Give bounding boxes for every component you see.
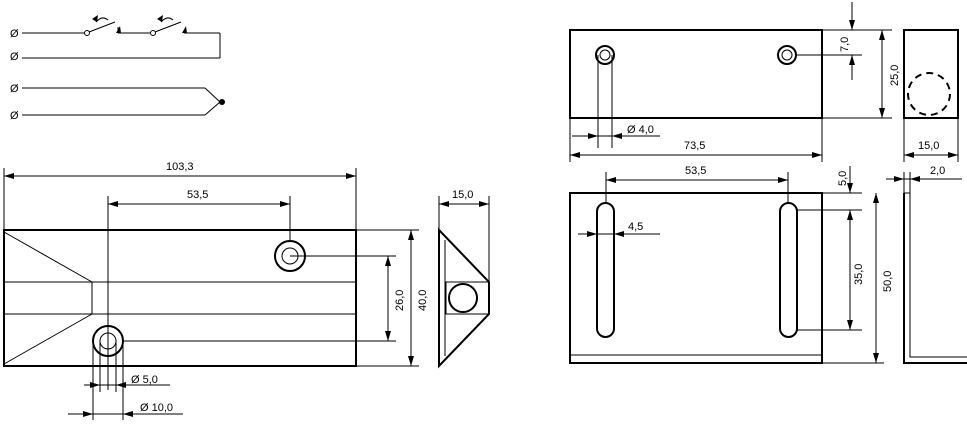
- dim-left-hole-small-dia: Ø 5,0: [131, 374, 158, 386]
- wiring-schematic: Ø Ø Ø Ø: [10, 15, 225, 122]
- dim-right-height: 25,0: [889, 65, 901, 86]
- dim-left-hole-spacing: 53,5: [187, 189, 208, 201]
- dim-bracket-top-offset: 5,0: [837, 171, 849, 186]
- dim-right-hole-dia: Ø 4,0: [627, 124, 654, 136]
- dim-bracket-thickness: 2,0: [930, 165, 945, 177]
- dim-left-hole-large-dia: Ø 10,0: [140, 402, 173, 414]
- dim-left-inner-height: 26,0: [394, 290, 406, 311]
- dim-bracket-slot-spacing: 53,5: [685, 165, 706, 177]
- dim-left-overall-length: 103,3: [166, 161, 194, 173]
- dim-left-end-width: 15,0: [452, 189, 473, 201]
- switch-loop: [22, 15, 221, 59]
- dim-bracket-slot-width: 4,5: [628, 221, 643, 233]
- terminal-3: Ø: [10, 83, 19, 95]
- terminal-1: Ø: [10, 28, 19, 40]
- dim-right-overall-length: 73,5: [684, 140, 705, 152]
- dim-bracket-slot-length: 35,0: [853, 264, 865, 285]
- terminal-4: Ø: [10, 110, 19, 122]
- bracket-drawing: 53,5 4,5 5,0 35,0 50,0 2,0: [569, 165, 967, 364]
- dim-right-hole-offset: 7,0: [839, 37, 851, 52]
- left-part-drawing: 103,3 53,5 15,0 26,0 40,0: [3, 161, 490, 420]
- thermal-sensor: [22, 87, 225, 116]
- dim-bracket-height: 50,0: [882, 271, 894, 292]
- right-top-part-drawing: Ø 4,0 73,5 7,0 25,0 15,0: [569, 2, 959, 162]
- dim-left-outer-height: 40,0: [417, 290, 429, 311]
- dim-right-side-width: 15,0: [918, 140, 939, 152]
- terminal-2: Ø: [10, 51, 19, 63]
